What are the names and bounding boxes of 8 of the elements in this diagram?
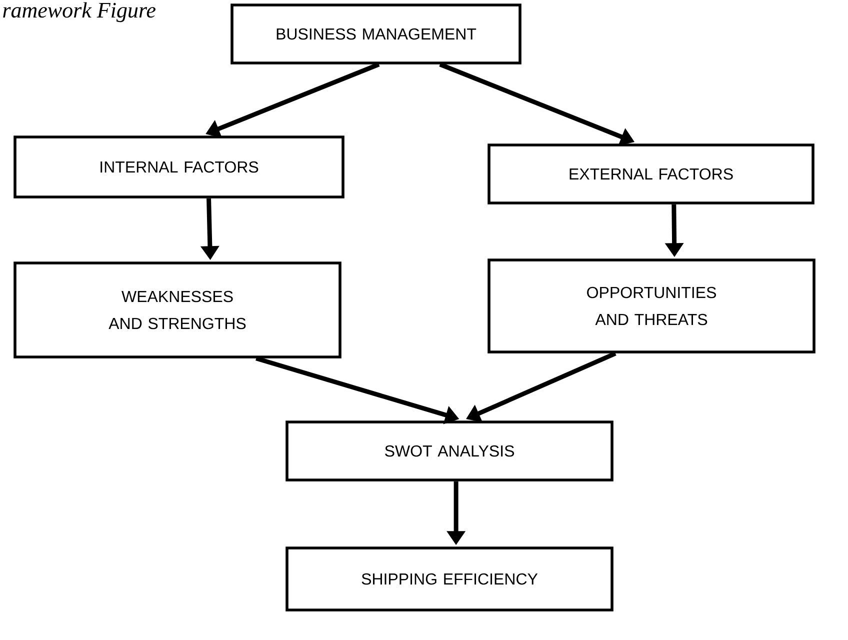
process-box: INTERNAL FACTORS [14, 136, 344, 198]
process-box: EXTERNAL FACTORS [488, 144, 814, 204]
process-box: SWOT ANALYSIS [286, 420, 614, 482]
process-box: SHIPPING EFFICIENCY [286, 546, 614, 612]
process-box: WEAKNESSES AND STRENGTHS [14, 262, 342, 358]
process-box: BUSINESS MANAGEMENT [230, 4, 522, 64]
title: ramework Figure [3, 2, 156, 22]
process-box: OPPORTUNITIES AND THREATS [488, 258, 816, 354]
